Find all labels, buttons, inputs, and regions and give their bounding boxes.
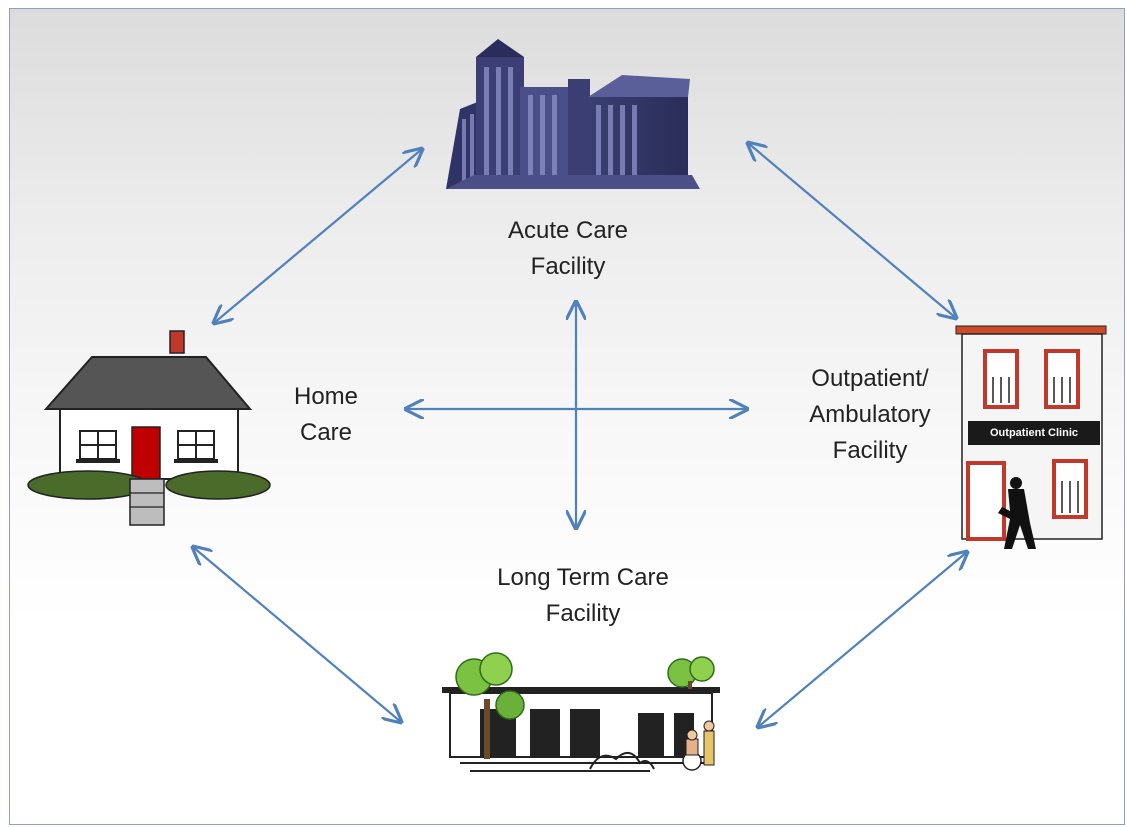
acute-care-line1: Acute Care <box>507 217 629 244</box>
diagram-slide: Acute Care Facility Home Care Outpatient… <box>9 8 1125 825</box>
acute-care-line2: Facility <box>530 253 606 280</box>
outpatient-clinic-icon <box>955 325 1107 549</box>
outpatient-clinic-sign: Outpatient Clinic <box>990 427 1078 439</box>
arrows <box>193 143 967 727</box>
label-acute-care-facility: Acute Care Facility <box>473 213 663 285</box>
arrow-longterm-outpatient <box>758 552 967 727</box>
hospital-building-icon <box>446 39 700 189</box>
home-care-line1: Home <box>293 383 359 410</box>
home-care-line2: Care <box>299 419 353 446</box>
outpatient-line3: Facility <box>832 437 908 464</box>
long-term-line1: Long Term Care <box>497 564 669 591</box>
diagram-canvas <box>27 39 1107 772</box>
arrow-acute-home <box>214 149 422 323</box>
outpatient-line1: Outpatient/ <box>811 365 929 392</box>
outpatient-line2: Ambulatory <box>809 401 931 428</box>
arrow-home-longterm <box>193 547 401 722</box>
arrow-acute-outpatient <box>748 143 956 318</box>
label-long-term-care-facility: Long Term Care Facility <box>468 560 698 632</box>
label-home-care: Home Care <box>276 379 376 451</box>
long-term-care-building-icon <box>442 652 720 772</box>
label-outpatient-facility: Outpatient/ Ambulatory Facility <box>782 361 958 469</box>
house-icon <box>27 330 271 526</box>
long-term-line2: Facility <box>545 600 621 627</box>
